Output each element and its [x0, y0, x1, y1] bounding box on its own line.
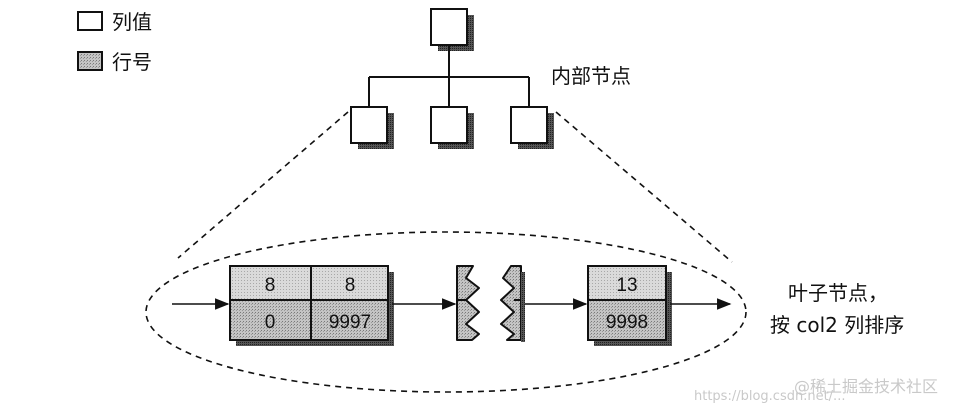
torn-page-left — [456, 265, 480, 341]
leaf-level-ellipse — [145, 231, 747, 393]
leaf-page-1-colval-1: 8 — [265, 275, 276, 296]
torn-page-right — [500, 265, 522, 341]
leaf-page-2-rownum: 9998 — [606, 312, 648, 333]
omitted-pages — [456, 265, 525, 342]
watermark-site: @稀土掘金技术社区 — [794, 377, 938, 396]
leaf-page-1: 8 8 0 9997 — [229, 265, 394, 346]
zoom-outline — [145, 111, 747, 393]
leaf-page-2: 13 9998 — [587, 265, 672, 346]
leaf-page-2-rownum-bg — [588, 300, 666, 340]
leaf-page-1-rownums-bg — [230, 300, 388, 340]
legend: 列值 行号 — [77, 10, 152, 74]
legend-column-value-label: 列值 — [112, 10, 152, 34]
leaf-page-1-colvals-bg — [230, 266, 388, 300]
internal-node-1 — [350, 106, 388, 144]
legend-row-number-label: 行号 — [112, 50, 152, 74]
internal-nodes: 内部节点 — [350, 8, 631, 149]
internal-node-3 — [510, 106, 548, 144]
leaf-page-1-border — [229, 265, 389, 341]
watermark-url: https://blog.csdn.net/... — [694, 389, 845, 404]
leaf-page-2-colval-bg — [588, 266, 666, 300]
internal-node-2 — [430, 106, 468, 144]
root-node — [430, 8, 468, 46]
internal-connectors — [368, 45, 530, 106]
leaf-nodes-label-line-2: 按 col2 列排序 — [770, 313, 904, 337]
leaf-page-2-colval: 13 — [616, 275, 637, 296]
legend-column-value-swatch — [77, 11, 103, 31]
legend-row-number-swatch — [77, 51, 103, 71]
leaf-page-1-rownum-1: 0 — [265, 312, 276, 333]
leaf-nodes-label-line-1: 叶子节点， — [788, 281, 888, 305]
watermark: https://blog.csdn.net/... @稀土掘金技术社区 — [694, 377, 938, 404]
leaf-page-1-rownum-2: 9997 — [329, 312, 371, 333]
leaf-page-1-colval-2: 8 — [345, 275, 356, 296]
zoom-line-left — [177, 111, 349, 259]
leaf-page-2-border — [587, 265, 667, 341]
internal-nodes-label: 内部节点 — [551, 64, 631, 88]
torn-page-right-shadow — [521, 272, 525, 342]
leaf-nodes-label: 叶子节点， 按 col2 列排序 — [770, 281, 904, 337]
zoom-line-right — [555, 111, 733, 263]
